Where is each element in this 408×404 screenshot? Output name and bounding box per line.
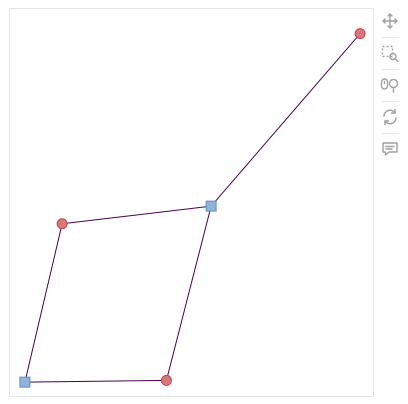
reset-icon <box>383 108 397 126</box>
graph-node-circle[interactable] <box>354 28 366 40</box>
box-zoom-icon <box>381 45 399 63</box>
graph-edge <box>24 379 167 383</box>
plot-area[interactable] <box>9 8 374 397</box>
graph-edge <box>24 223 63 383</box>
edge-layer <box>24 33 361 383</box>
graph-edge <box>210 33 361 207</box>
toolbar-divider <box>382 133 398 134</box>
box-zoom-tool-button[interactable] <box>379 42 401 64</box>
graph-node-circle[interactable] <box>160 374 172 386</box>
graph-edge <box>62 205 212 225</box>
graph-node-square[interactable] <box>205 200 217 212</box>
move-icon <box>382 13 398 29</box>
wheel-zoom-icon <box>380 78 399 93</box>
toolbar-divider <box>382 101 398 102</box>
hover-tool-button[interactable] <box>379 138 401 160</box>
reset-tool-button[interactable] <box>379 106 401 128</box>
graph-node-square[interactable] <box>19 376 31 388</box>
node-layer <box>19 28 366 388</box>
graph-edge <box>165 206 212 381</box>
toolbar-divider <box>382 37 398 38</box>
graph-node-circle[interactable] <box>56 218 68 230</box>
network-graph <box>19 28 366 388</box>
pan-tool-button[interactable] <box>379 10 401 32</box>
hover-icon <box>382 142 398 156</box>
wheel-zoom-tool-button[interactable] <box>379 74 401 96</box>
toolbar-divider <box>382 69 398 70</box>
